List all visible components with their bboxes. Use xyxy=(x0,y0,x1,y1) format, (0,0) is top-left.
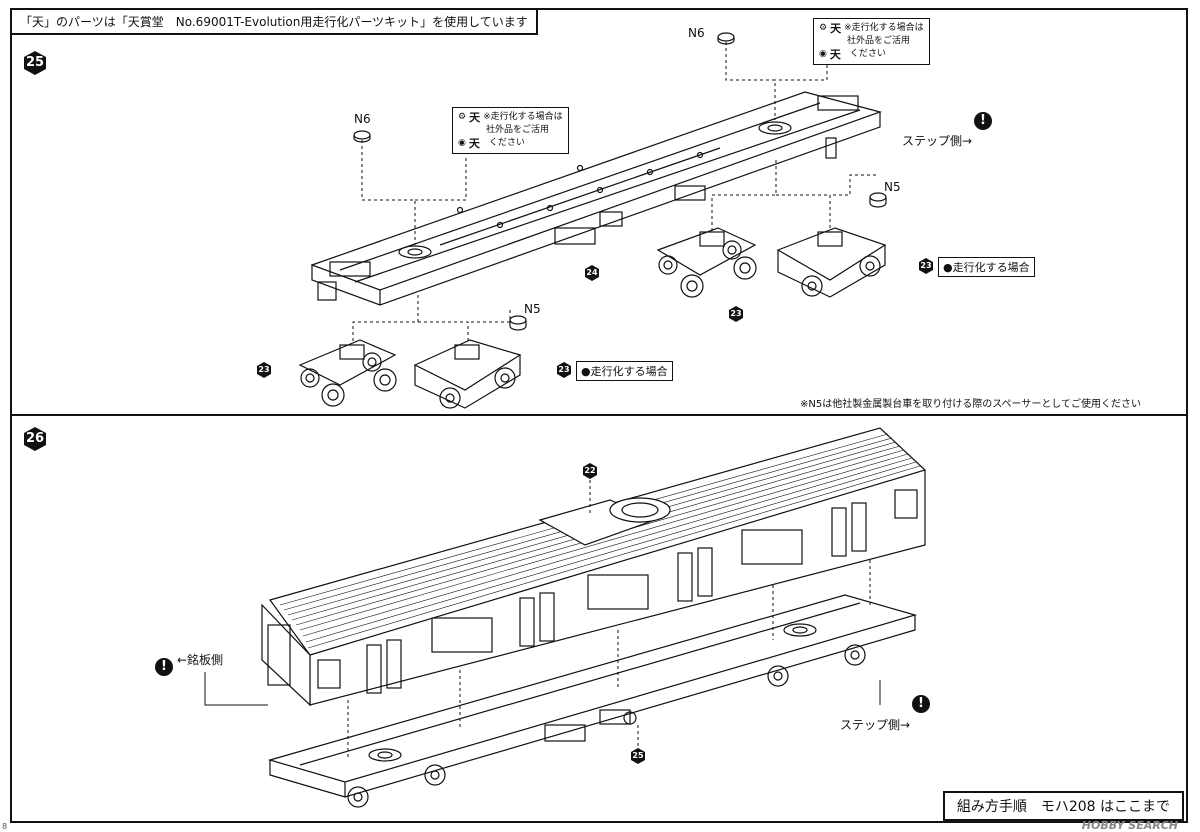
plate-side-label: ←銘板側 xyxy=(177,653,224,667)
warning-icon: ! xyxy=(974,112,992,130)
warning-icon: ! xyxy=(155,658,173,676)
hexagon-icon xyxy=(557,362,571,378)
part-badge-bogie-d: 23 xyxy=(918,258,934,274)
hexagon-icon xyxy=(24,51,46,75)
callout-line1: ※走行化する場合は xyxy=(844,23,924,33)
bogie-drawing-3 xyxy=(656,227,757,298)
hexagon-icon xyxy=(631,748,645,764)
screw-icon: ⚙ xyxy=(819,23,828,33)
hexagon-icon xyxy=(24,427,46,451)
part-badge-frame: 24 xyxy=(584,265,600,281)
hexagon-icon xyxy=(585,265,599,281)
motorized-tag-a: ●走行化する場合 xyxy=(576,361,673,381)
part-label-n6-a: N6 xyxy=(354,112,371,126)
part-label-n6-b: N6 xyxy=(688,26,705,40)
hexagon-icon xyxy=(919,258,933,274)
washer-icon: ◉ xyxy=(819,49,827,59)
motorized-tag-b: ●走行化する場合 xyxy=(938,257,1035,277)
watermark: HOBBY SEARCH xyxy=(1081,819,1178,832)
section-end-title: 組み方手順 モハ208 はここまで xyxy=(942,791,1184,821)
header-note: 「天」のパーツは「天賞堂 No.69001T-Evolution用走行化パーツキ… xyxy=(10,8,538,35)
callout-line3: ください xyxy=(488,138,525,148)
motor-parts-callout-a: ⚙天※走行化する場合は 社外品をご活用 ◉天ください xyxy=(452,107,569,154)
step-badge-upper: 25 xyxy=(22,50,48,76)
part-badge-bogie-a: 23 xyxy=(728,306,744,322)
part-badge-bogie-b: 23 xyxy=(256,362,272,378)
page-mark: 8 xyxy=(2,822,8,831)
callout-line2: 社外品をご活用 xyxy=(486,125,550,135)
bogie-drawing-1 xyxy=(298,339,397,407)
part-label-n5-b: N5 xyxy=(884,180,901,194)
callout-ten: 天 xyxy=(469,111,481,124)
step-number-upper: 25 xyxy=(25,55,45,70)
underframe-lower xyxy=(267,594,918,808)
underframe-upper xyxy=(310,91,883,306)
hexagon-icon xyxy=(583,463,597,479)
hexagon-icon xyxy=(729,306,743,322)
callout-line1: ※走行化する場合は xyxy=(483,112,563,122)
callout-ten: 天 xyxy=(468,137,480,150)
step-badge-lower: 26 xyxy=(22,426,48,452)
part-badge-underfloor: 25 xyxy=(630,748,646,764)
motor-parts-callout-b: ⚙天※走行化する場合は 社外品をご活用 ◉天ください xyxy=(813,18,930,65)
part-badge-bogie-c: 23 xyxy=(556,362,572,378)
bogie-drawing-4 xyxy=(776,227,887,298)
step-number-lower: 26 xyxy=(25,431,45,446)
header-note-text: 「天」のパーツは「天賞堂 No.69001T-Evolution用走行化パーツキ… xyxy=(20,15,528,29)
part-badge-roof: 22 xyxy=(582,463,598,479)
screw-icon: ⚙ xyxy=(458,112,467,122)
footnote: ※N5は他社製金属製台車を取り付ける際のスペーサーとしてご使用ください xyxy=(800,399,1142,410)
step-side-label-upper: ステップ側→ xyxy=(902,134,973,148)
washer-icon: ◉ xyxy=(458,138,466,148)
callout-line2: 社外品をご活用 xyxy=(847,36,911,46)
callout-ten: 天 xyxy=(829,48,841,61)
section-divider xyxy=(10,414,1188,416)
car-body-drawing xyxy=(261,427,927,707)
section-end-title-text: 組み方手順 モハ208 はここまで xyxy=(956,799,1170,815)
step-side-label-lower: ステップ側→ xyxy=(840,718,911,732)
callout-line3: ください xyxy=(849,49,886,59)
warning-icon: ! xyxy=(912,695,930,713)
callout-ten: 天 xyxy=(830,22,842,35)
bogie-drawing-2 xyxy=(413,339,522,409)
hexagon-icon xyxy=(257,362,271,378)
part-label-n5-a: N5 xyxy=(524,302,541,316)
